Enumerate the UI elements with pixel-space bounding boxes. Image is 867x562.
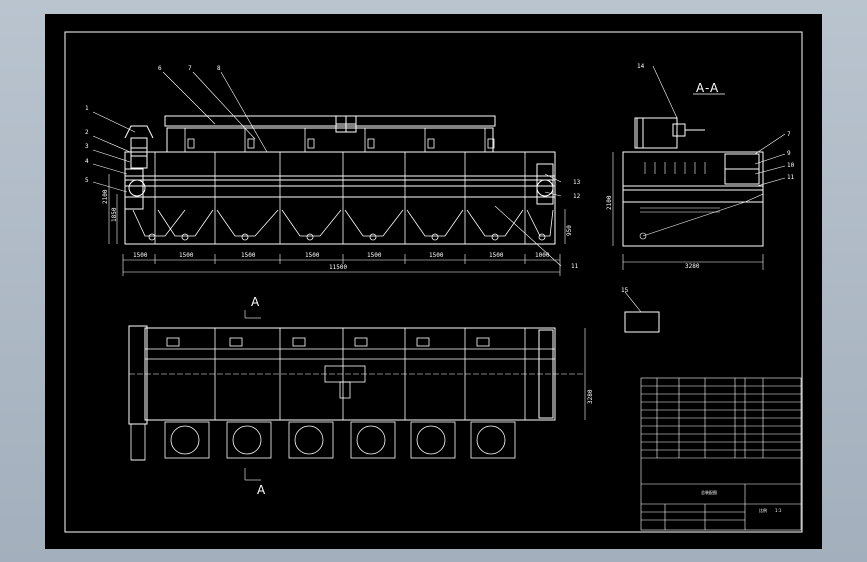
section-mark-bottom: A	[257, 483, 266, 497]
drawing-border	[64, 31, 803, 533]
title-block	[640, 377, 802, 531]
front-dim-7: 1500	[489, 252, 504, 259]
title-block-unit: 比例	[759, 508, 767, 513]
side-width-dim: 3280	[685, 263, 700, 270]
section-mark-top: A	[251, 295, 260, 309]
part-number-13: 13	[573, 179, 581, 186]
part-number-14: 14	[637, 63, 645, 70]
part-number-1: 1	[85, 105, 89, 112]
plan-height-dim: 3280	[587, 389, 594, 404]
front-dim-2: 1500	[179, 252, 194, 259]
title-block-drawing-name: 总装配图	[701, 490, 717, 495]
front-dim-1: 1500	[133, 252, 148, 259]
front-total-dim: 11500	[329, 264, 348, 271]
title-block-scale: 1:1	[775, 508, 782, 513]
part-number-2: 2	[85, 129, 89, 136]
part-number-5: 5	[85, 177, 89, 184]
part-number-12: 12	[573, 193, 581, 200]
front-dim-8: 1000	[535, 252, 550, 259]
front-height-right: 950	[566, 225, 573, 236]
front-dim-3: 1500	[241, 252, 256, 259]
part-number-8: 8	[217, 65, 221, 72]
cad-drawing	[64, 31, 803, 533]
part-number-7: 7	[188, 65, 192, 72]
part-number-7b: 7	[787, 131, 791, 138]
part-number-6: 6	[158, 65, 162, 72]
part-number-9: 9	[787, 150, 791, 157]
section-title: A-A	[696, 81, 720, 95]
front-dim-6: 1500	[429, 252, 444, 259]
front-height-lower: 1850	[111, 207, 118, 222]
side-height-dim: 2100	[606, 195, 613, 210]
part-number-4: 4	[85, 158, 89, 165]
front-height-upper: 2100	[102, 189, 109, 204]
front-view	[92, 71, 566, 276]
front-dim-4: 1500	[305, 252, 320, 259]
part-number-11b: 11	[787, 174, 795, 181]
part-15-box	[624, 311, 660, 333]
part-number-3: 3	[85, 143, 89, 150]
drawing-sheet: A-A A A 1 2 3 4 5 6 7 8 13 12 11 14 7 9 …	[45, 14, 822, 549]
part-number-11: 11	[571, 263, 579, 270]
plan-view	[128, 310, 586, 481]
front-dim-5: 1500	[367, 252, 382, 259]
part-number-15: 15	[621, 287, 629, 294]
side-view	[612, 65, 786, 270]
part-number-10: 10	[787, 162, 795, 169]
